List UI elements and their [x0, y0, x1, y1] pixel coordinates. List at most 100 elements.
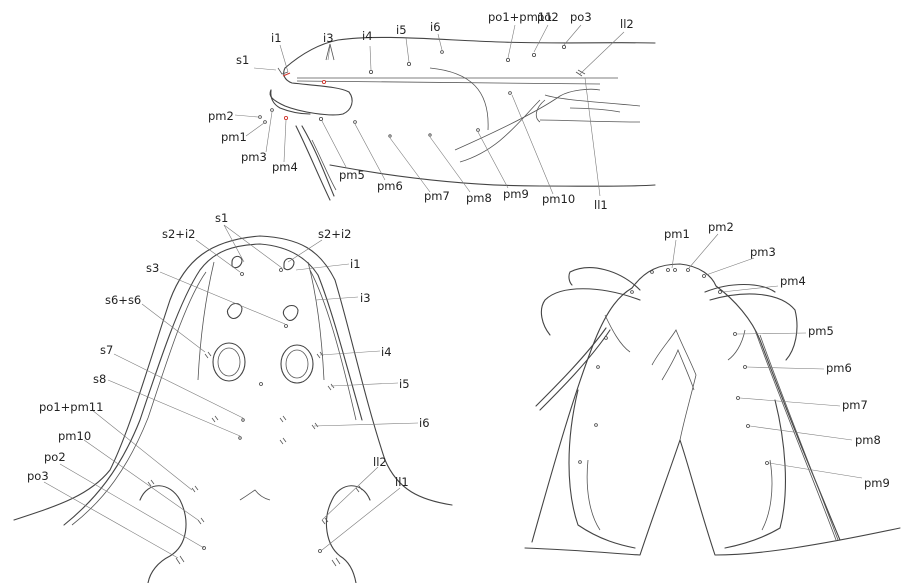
- dorsal-label-ll2: ll2: [373, 455, 387, 469]
- dorsal-inner-contour-3: [310, 270, 356, 420]
- dorsal-pore-s8: [239, 437, 242, 440]
- dorsal-pore-s1: [280, 269, 283, 272]
- dorsal-label-s3: s3: [146, 261, 159, 275]
- lateral-label-s1: s1: [236, 53, 249, 67]
- ventral-left-lobe: [569, 390, 635, 548]
- lateral-view: i1 i3 i4 i5 i6 po1+pm11 po2 po3 ll2 s1 p…: [208, 10, 655, 212]
- lateral-pore-pm5: [319, 117, 322, 120]
- lateral-label-po2: po2: [537, 10, 559, 24]
- ventral-mid-notch: [652, 330, 696, 440]
- dorsal-label-pm10: pm10: [58, 429, 91, 443]
- lateral-label-i6: i6: [430, 20, 441, 34]
- lateral-pore-i4: [369, 70, 372, 73]
- ventral-label-pm1: pm1: [664, 227, 690, 241]
- lateral-pore-i5: [407, 62, 410, 65]
- lateral-label-pm7: pm7: [424, 189, 450, 203]
- lateral-pore-pm3: [271, 109, 274, 112]
- dorsal-leaders: [44, 225, 418, 558]
- dorsal-label-po2: po2: [44, 450, 66, 464]
- ventral-left-lobe-inner: [587, 460, 772, 530]
- ventral-view: pm1 pm2 pm3 pm4 pm5 pm6 pm7 pm8 pm9: [525, 220, 900, 555]
- dorsal-small-ornament-right: [283, 306, 298, 321]
- lateral-label-ll1: ll1: [594, 198, 608, 212]
- ventral-pore-pm1-b: [674, 269, 677, 272]
- dorsal-pore-ll1: [319, 550, 322, 553]
- dorsal-label-s8: s8: [93, 372, 106, 386]
- lateral-label-pm4: pm4: [272, 160, 298, 174]
- dorsal-label-i6: i6: [419, 416, 430, 430]
- lateral-label-i5: i5: [396, 23, 407, 37]
- ventral-pore-left-5: [595, 424, 598, 427]
- lateral-label-ll2: ll2: [620, 17, 634, 31]
- ventral-label-pm4: pm4: [780, 274, 806, 288]
- lateral-label-pm6: pm6: [377, 179, 403, 193]
- lateral-chelicera: [296, 126, 334, 200]
- lateral-pore-po1: [506, 58, 509, 61]
- ventral-pore-pm7: [737, 397, 740, 400]
- dorsal-label-i3: i3: [360, 291, 371, 305]
- lateral-pore-pm1: [264, 121, 267, 124]
- lateral-pore-i6: [441, 51, 444, 54]
- ventral-pore-left-3: [605, 337, 608, 340]
- lateral-pore-pm10: [509, 92, 512, 95]
- ventral-pore-left-6: [579, 461, 582, 464]
- dorsal-label-po3: po3: [27, 469, 49, 483]
- dorsal-eye-left-inner: [218, 348, 240, 376]
- lateral-pore-pm7: [389, 135, 391, 137]
- lateral-red-pore-i3: [322, 80, 325, 83]
- lateral-inner-curve-3: [460, 100, 540, 162]
- ventral-label-pm5: pm5: [808, 324, 834, 338]
- ventral-pore-left-2: [631, 291, 634, 294]
- lateral-label-pm2: pm2: [208, 109, 234, 123]
- dorsal-label-s7: s7: [100, 343, 113, 357]
- lateral-rostrum-line-2: [297, 81, 600, 84]
- ventral-label-pm8: pm8: [855, 433, 881, 447]
- ventral-mid-notch-2: [662, 350, 694, 390]
- dorsal-small-ornament-left: [228, 304, 243, 319]
- ventral-left-contour: [532, 264, 840, 542]
- lateral-label-pm9: pm9: [503, 187, 529, 201]
- lateral-pore-pm6: [354, 121, 357, 124]
- dorsal-eye-right-inner: [286, 350, 308, 378]
- ventral-pore-left-1: [651, 271, 654, 274]
- lateral-label-i3: i3: [323, 31, 334, 45]
- lateral-lobe-2: [570, 108, 620, 112]
- dorsal-s2-left: [232, 256, 242, 267]
- ventral-label-pm9: pm9: [864, 476, 890, 490]
- dorsal-outer-contour: [14, 236, 452, 520]
- dorsal-label-s6-s6: s6+s6: [105, 293, 141, 307]
- lateral-label-pm10: pm10: [542, 192, 575, 206]
- dorsal-s2-right: [284, 258, 294, 269]
- dorsal-pore-s7: [242, 419, 245, 422]
- dorsal-side-line-left: [198, 262, 214, 380]
- ventral-lower-edge: [525, 440, 900, 555]
- lateral-dorsal-contour: [285, 37, 655, 68]
- ventral-pore-pm6: [744, 366, 747, 369]
- dorsal-lower-lobe-left: [140, 486, 186, 583]
- dorsal-view: s1 s2+i2 s2+i2 i1 s3 i3 s6+s6 i4 s7 i5 s…: [14, 211, 452, 583]
- dorsal-label-i1: i1: [350, 257, 361, 271]
- lateral-label-pm8: pm8: [466, 191, 492, 205]
- ventral-pore-pm1-a: [667, 269, 670, 272]
- lateral-pore-pm8: [429, 134, 431, 136]
- ventral-label-pm7: pm7: [842, 398, 868, 412]
- dorsal-side-line-right: [308, 262, 324, 380]
- ventral-pore-pm8: [747, 425, 750, 428]
- dorsal-lower-lobe-right: [326, 486, 370, 583]
- dorsal-label-s2-i2-right: s2+i2: [318, 227, 351, 241]
- lateral-head-capsule: [270, 68, 352, 115]
- lateral-inner-curve: [430, 68, 488, 130]
- ventral-label-pm3: pm3: [750, 245, 776, 259]
- dorsal-label-i5: i5: [399, 377, 410, 391]
- dorsal-pore-s6: [260, 383, 263, 386]
- lateral-label-pm5: pm5: [339, 168, 365, 182]
- dorsal-pore-s2-left: [241, 273, 244, 276]
- ventral-pore-left-4: [597, 366, 600, 369]
- lateral-label-i1: i1: [271, 31, 282, 45]
- lateral-red-pore-pm4: [284, 116, 287, 119]
- ventral-palp-left-lower: [541, 289, 640, 335]
- ventral-pore-pm3: [703, 275, 706, 278]
- ventral-pore-pm5: [734, 333, 737, 336]
